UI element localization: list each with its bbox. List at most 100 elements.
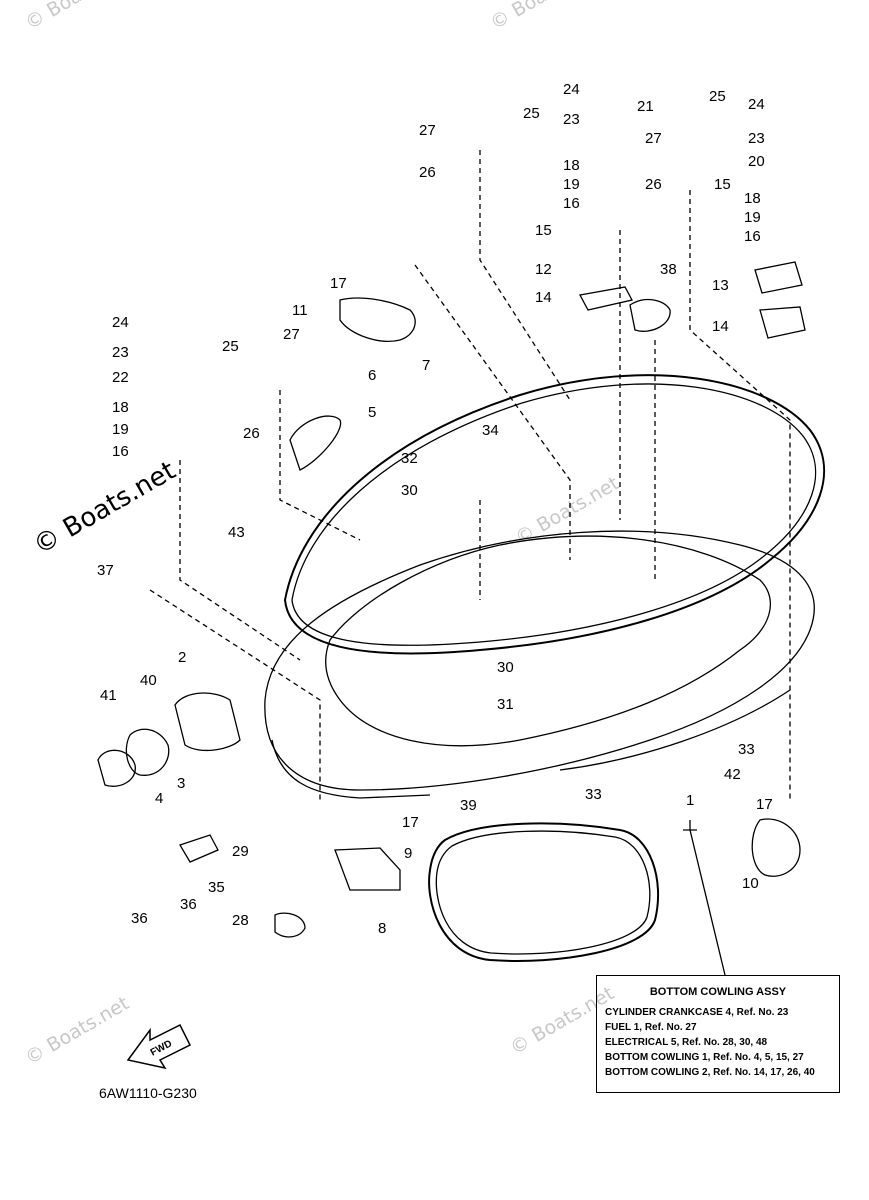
callout-14a: 14 xyxy=(535,289,552,306)
legend-title: BOTTOM COWLING ASSY xyxy=(649,986,787,998)
callout-36a: 36 xyxy=(131,910,148,927)
callout-16b: 16 xyxy=(744,228,761,245)
plate-28 xyxy=(274,912,306,938)
callout-25a: 25 xyxy=(523,105,540,122)
callout-14b: 14 xyxy=(712,318,729,335)
bracket-5 xyxy=(289,415,342,471)
callout-36b: 36 xyxy=(180,896,197,913)
callout-17b: 17 xyxy=(402,814,419,831)
callout-7: 7 xyxy=(422,357,430,374)
leader-line-d xyxy=(179,460,301,661)
callout-17a: 17 xyxy=(330,275,347,292)
watermark-top-left: © Boats.net xyxy=(22,0,133,34)
fwd-arrow-icon xyxy=(126,1023,192,1070)
callout-23a: 23 xyxy=(563,111,580,128)
callout-40: 40 xyxy=(140,672,157,689)
clamp-40 xyxy=(125,728,170,776)
legend-line: CYLINDER CRANKCASE 4, Ref. No. 23 xyxy=(605,1007,789,1018)
seal-gasket-outer xyxy=(283,374,826,655)
leader-line-a xyxy=(414,264,571,560)
callout-41: 41 xyxy=(100,687,117,704)
callout-27b: 27 xyxy=(645,130,662,147)
callout-39: 39 xyxy=(460,797,477,814)
seal-gasket-bottom-inner xyxy=(435,830,651,955)
leader-to-legend xyxy=(683,820,726,976)
bottom-cowling-side xyxy=(559,689,791,771)
leader-line-b xyxy=(479,150,571,401)
callout-group: 1 2 3 4 5 6 7 8 9 10 11 12 13 14 14 15 1… xyxy=(97,81,773,937)
seal-gasket-inner xyxy=(291,383,817,646)
cover-9 xyxy=(334,847,401,891)
callout-25c: 25 xyxy=(222,338,239,355)
callout-24c: 24 xyxy=(112,314,129,331)
callout-13: 13 xyxy=(712,277,729,294)
callout-26a: 26 xyxy=(419,164,436,181)
callout-23c: 23 xyxy=(112,344,129,361)
callout-19a: 19 xyxy=(563,176,580,193)
cowling-drawing xyxy=(97,150,826,1070)
callout-22: 22 xyxy=(112,369,129,386)
grommet-2 xyxy=(174,692,241,752)
leader-line-i xyxy=(279,390,361,541)
callout-11: 11 xyxy=(292,302,308,319)
callout-18a: 18 xyxy=(563,157,580,174)
bracket-11 xyxy=(339,297,416,342)
leader-line-e xyxy=(149,589,321,800)
callout-26b: 26 xyxy=(645,176,662,193)
callout-33b: 33 xyxy=(738,741,755,758)
watermark-main: © Boats.net xyxy=(29,456,181,561)
callout-17c: 17 xyxy=(756,796,773,813)
callout-31: 31 xyxy=(497,696,514,713)
callout-38: 38 xyxy=(660,261,677,278)
legend-line: BOTTOM COWLING 2, Ref. No. 14, 17, 26, 4… xyxy=(605,1067,815,1078)
callout-34: 34 xyxy=(482,422,499,439)
callout-20: 20 xyxy=(748,153,765,170)
legend-line: ELECTRICAL 5, Ref. No. 28, 30, 48 xyxy=(605,1037,768,1048)
callout-29: 29 xyxy=(232,843,249,860)
callout-33a: 33 xyxy=(585,786,602,803)
assembly-legend-box: BOTTOM COWLING ASSY CYLINDER CRANKCASE 4… xyxy=(596,975,840,1093)
callout-19c: 19 xyxy=(112,421,129,438)
bottom-cowling-shell xyxy=(264,530,815,791)
callout-27c: 27 xyxy=(283,326,300,343)
leader-line-c xyxy=(689,190,791,800)
callout-12: 12 xyxy=(535,261,552,278)
callout-18b: 18 xyxy=(744,190,761,207)
callout-27a: 27 xyxy=(419,122,436,139)
callout-30a: 30 xyxy=(401,482,418,499)
callout-3: 3 xyxy=(177,775,185,792)
callout-18c: 18 xyxy=(112,399,129,416)
callout-16c: 16 xyxy=(112,443,129,460)
plate-14-center xyxy=(579,286,633,311)
callout-6: 6 xyxy=(368,367,376,384)
callout-2: 2 xyxy=(178,649,186,666)
legend-line: BOTTOM COWLING 1, Ref. No. 4, 5, 15, 27 xyxy=(605,1052,804,1063)
callout-15a: 15 xyxy=(535,222,552,239)
callout-21: 21 xyxy=(637,98,654,115)
plate-14-right xyxy=(759,306,806,339)
callout-32: 32 xyxy=(401,450,418,467)
callout-10: 10 xyxy=(742,875,759,892)
plate-13 xyxy=(754,261,803,294)
callout-30b: 30 xyxy=(497,659,514,676)
grommet-38 xyxy=(629,298,671,332)
callout-5: 5 xyxy=(368,404,376,421)
callout-24a: 24 xyxy=(563,81,580,98)
watermark-top-right: © Boats.net xyxy=(487,0,598,34)
clamp-41 xyxy=(97,749,136,787)
legend-line: FUEL 1, Ref. No. 27 xyxy=(605,1022,697,1033)
diagram-code: 6AW1110-G230 xyxy=(99,1085,197,1101)
callout-19b: 19 xyxy=(744,209,761,226)
callout-23b: 23 xyxy=(748,130,765,147)
callout-1: 1 xyxy=(686,792,694,809)
connector-35 xyxy=(179,834,219,863)
callout-24b: 24 xyxy=(748,96,765,113)
callout-28: 28 xyxy=(232,912,249,929)
callout-25b: 25 xyxy=(709,88,726,105)
cowling-inner-floor xyxy=(325,535,771,747)
guide-10 xyxy=(751,818,801,877)
callout-35: 35 xyxy=(208,879,225,896)
callout-42: 42 xyxy=(724,766,741,783)
